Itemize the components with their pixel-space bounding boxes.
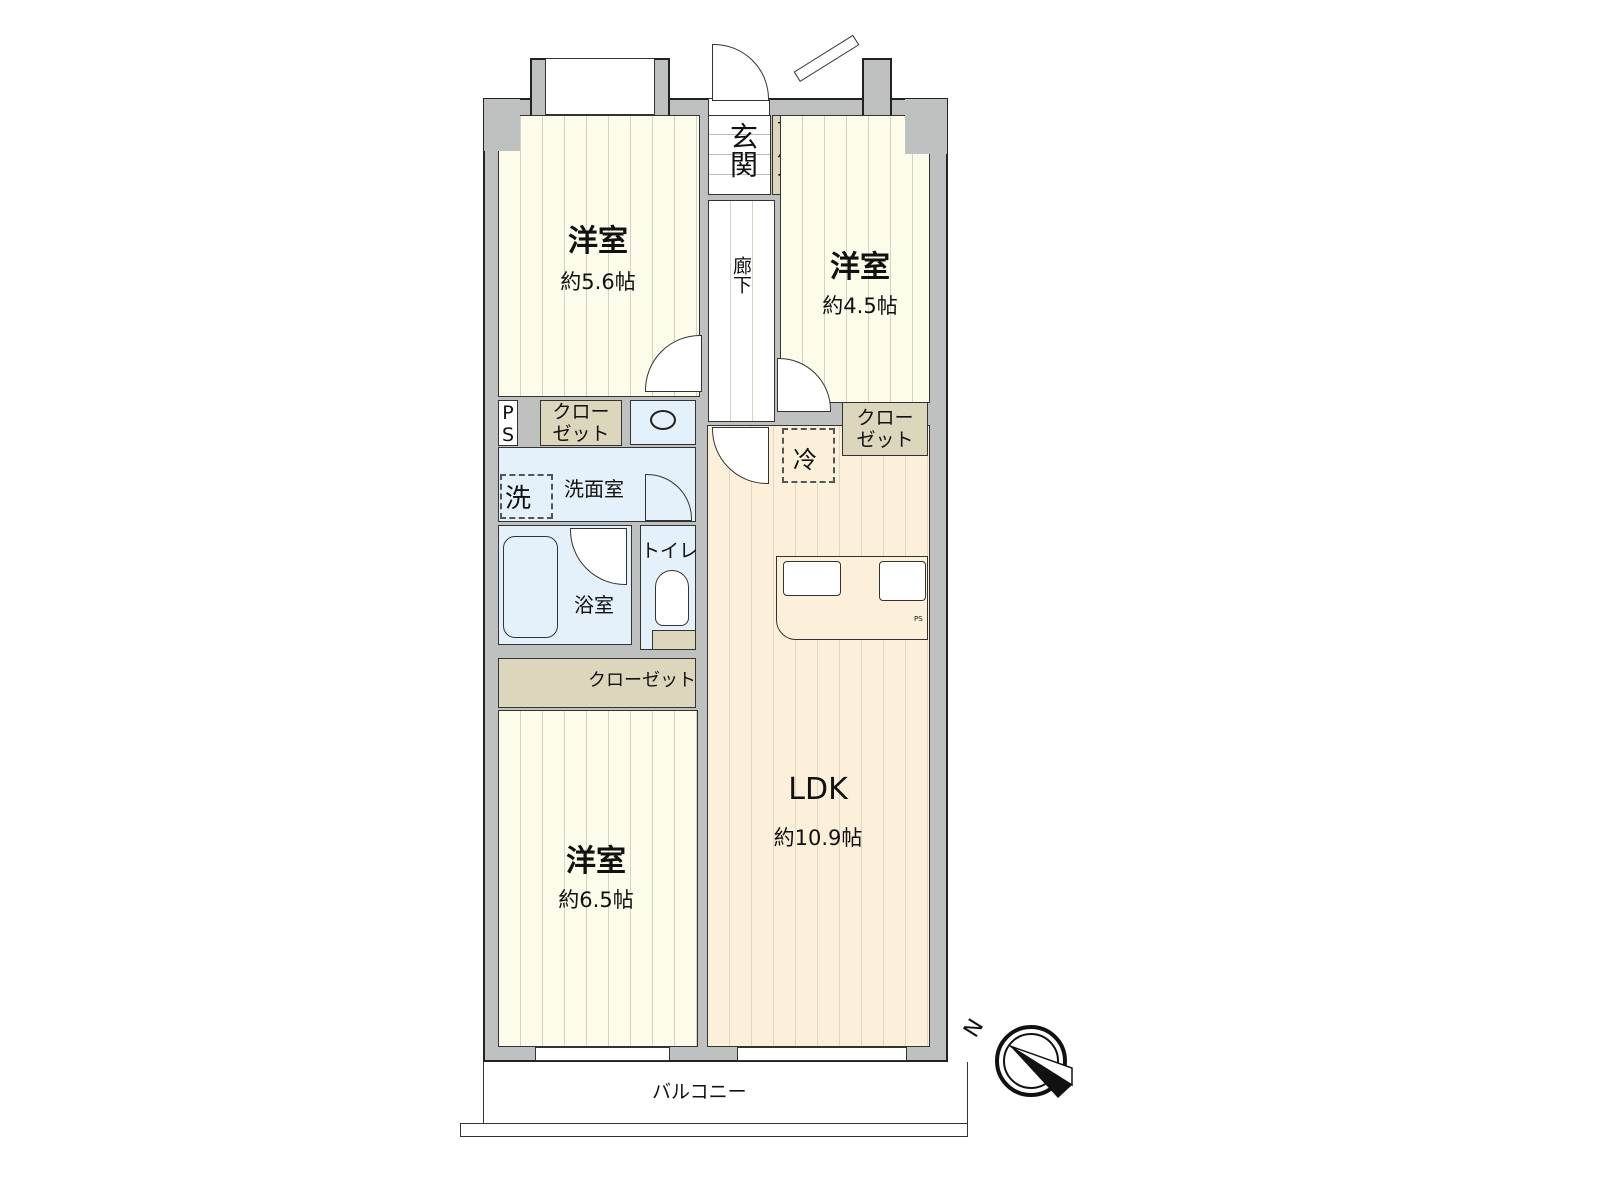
- corridor-label: 廊下: [730, 256, 752, 294]
- window-top-right: [793, 34, 860, 82]
- washer-space: [500, 474, 553, 519]
- washroom-label: 洗面室: [564, 477, 624, 501]
- pipe-space-label: PS: [501, 402, 515, 446]
- entrance-door[interactable]: [712, 44, 769, 101]
- pipe-space: [498, 400, 518, 446]
- balcony-label: バルコニー: [652, 1081, 747, 1103]
- window-bottom-left: [535, 1047, 670, 1061]
- kitchen-sink-icon: [783, 561, 841, 596]
- compass-icon: [995, 1025, 1067, 1097]
- kitchen-ps-label: PS: [914, 615, 923, 623]
- compass-needle-icon: [1009, 1045, 1073, 1098]
- ldk-size: 約10.9帖: [773, 826, 863, 850]
- window-bottom-right: [737, 1047, 907, 1061]
- room-name: 洋室: [566, 844, 626, 879]
- sink-icon: [650, 410, 676, 430]
- closet-2-label: クロー ゼット: [856, 407, 914, 451]
- corridor: [708, 200, 775, 422]
- washer-label: 洗: [505, 484, 532, 514]
- wall-corner: [484, 99, 520, 151]
- fridge-space: [782, 428, 835, 483]
- ldk: [707, 425, 930, 1047]
- fridge-label: 冷: [793, 446, 817, 474]
- western-room-6-5: [498, 710, 698, 1047]
- ldk-name: LDK: [788, 772, 848, 807]
- western-room-4-5: [780, 115, 930, 403]
- closet-1: [540, 400, 622, 446]
- room-name: 洋室: [830, 250, 890, 285]
- balcony-rail: [460, 1123, 968, 1137]
- room-size: 約6.5帖: [558, 888, 634, 912]
- closet-1-label: クロー ゼット: [552, 401, 610, 445]
- toilet-shelf: [652, 630, 696, 650]
- closet-3: [498, 658, 696, 708]
- balcony: [483, 1062, 968, 1125]
- wall-corner: [905, 99, 947, 154]
- room-size: 約4.5帖: [822, 294, 898, 318]
- toilet-icon: [655, 570, 689, 626]
- room-size: 約5.6帖: [560, 270, 636, 294]
- bay-wall-right: [862, 58, 892, 118]
- bathroom-label: 浴室: [574, 593, 614, 617]
- entrance: [708, 115, 771, 195]
- bathtub-icon: [503, 536, 558, 638]
- entrance-label: 玄関: [726, 122, 759, 178]
- room-name: 洋室: [568, 224, 628, 259]
- stove-icon: [879, 561, 926, 601]
- toilet-label: トイレ: [641, 540, 699, 562]
- closet-2: [842, 402, 928, 456]
- window-top-left: [545, 58, 655, 115]
- closet-3-label: クローゼット: [588, 670, 696, 691]
